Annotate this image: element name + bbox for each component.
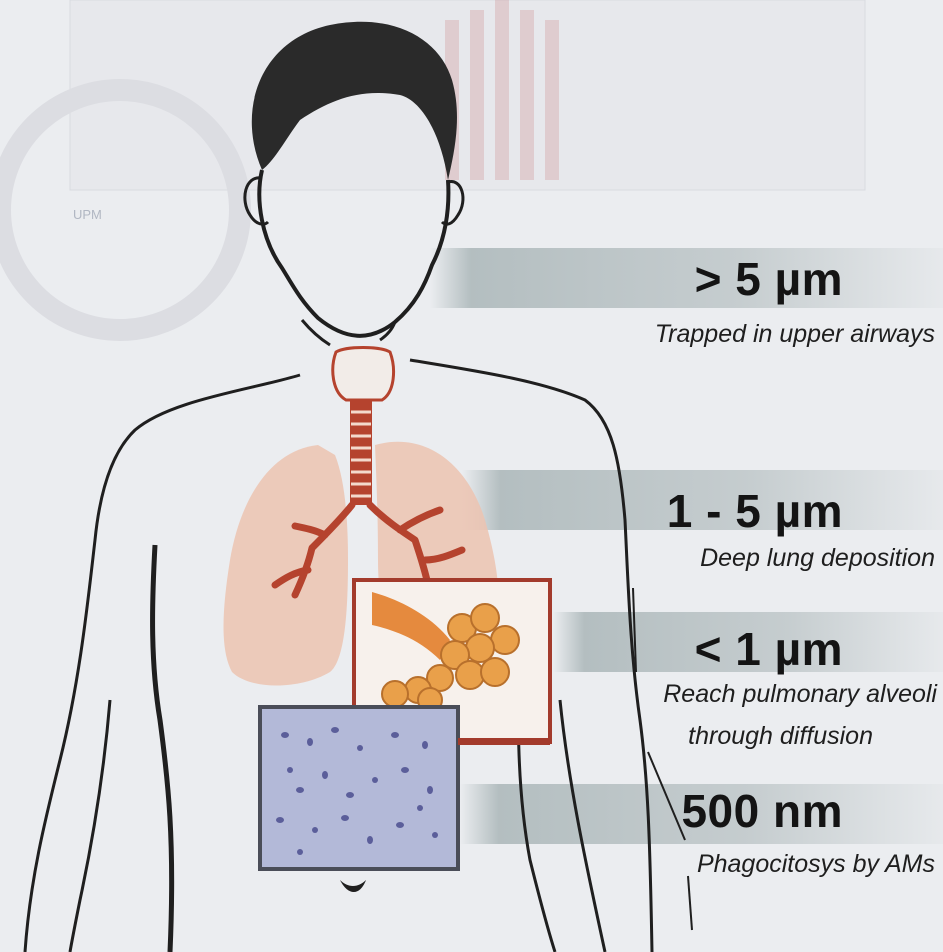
right-forearm-line	[560, 700, 605, 952]
size-label-4: 500 nm	[681, 784, 843, 838]
size-label-2: 1 - 5 µm	[667, 484, 843, 538]
left-forearm-line	[70, 700, 110, 952]
size-description-4: Phagocitosys by AMs	[697, 850, 935, 879]
inset-connector	[458, 738, 550, 745]
size-description-2: Deep lung deposition	[700, 544, 935, 573]
size-label-1: > 5 µm	[695, 252, 843, 306]
watermark-text: UPM	[73, 207, 102, 222]
pointer-line-2	[648, 752, 685, 840]
trachea	[350, 400, 372, 505]
size-description-1: Trapped in upper airways	[655, 320, 935, 349]
size-description-3b: through diffusion	[688, 722, 873, 751]
size-description-3: Reach pulmonary alveoli	[663, 680, 937, 709]
left-ear	[245, 178, 268, 224]
pointer-line-3	[688, 876, 692, 930]
larynx	[333, 348, 394, 401]
left-lung	[224, 445, 349, 686]
left-torso-line	[153, 545, 172, 952]
navel	[340, 880, 366, 892]
size-label-3: < 1 µm	[695, 622, 843, 676]
head-hair	[252, 22, 457, 180]
head-outline	[259, 170, 448, 336]
